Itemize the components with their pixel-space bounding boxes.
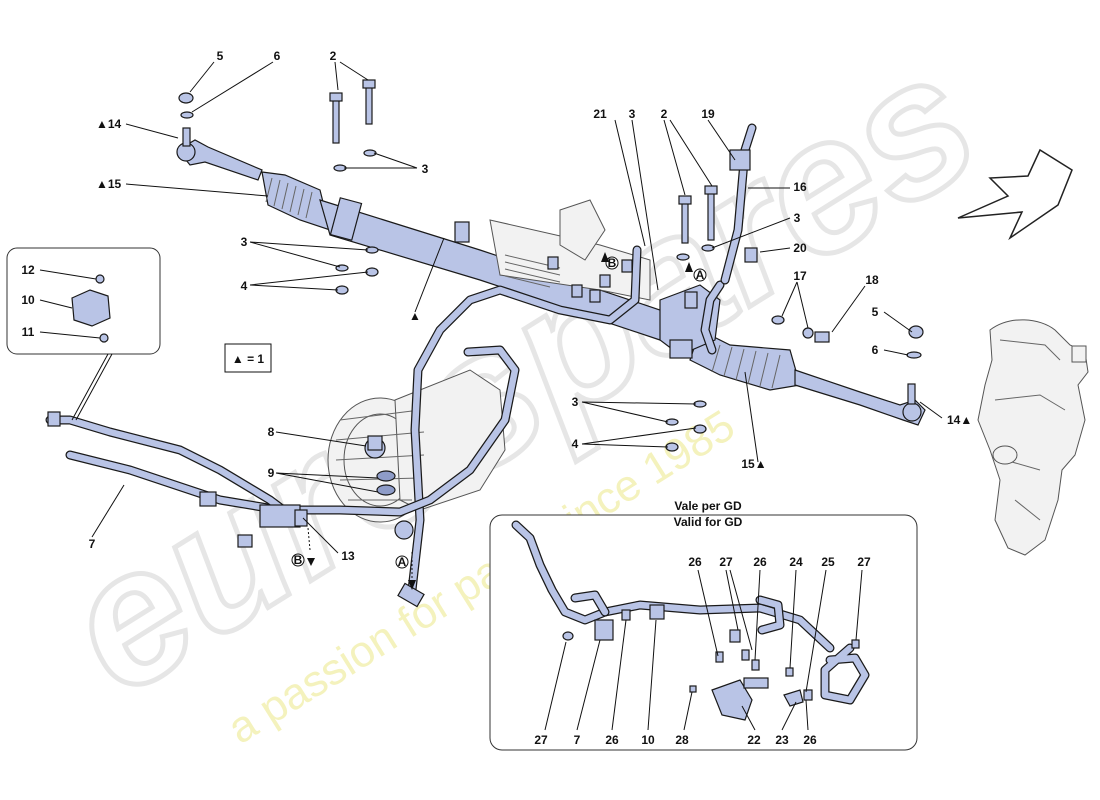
- callout-label: 3: [572, 395, 579, 409]
- callout-label: 27: [857, 555, 871, 569]
- callout-label: 10: [641, 733, 655, 747]
- callout-label: 27: [719, 555, 733, 569]
- callout-label: 2: [330, 49, 337, 63]
- callout-label: 26: [688, 555, 702, 569]
- callout-label: 3: [794, 211, 801, 225]
- callout-label: 26: [803, 733, 817, 747]
- clamp-inset: [6, 247, 161, 421]
- callout-label: 22: [747, 733, 761, 747]
- steering-knuckle: [977, 319, 1089, 556]
- callout-labels: 5 6 2 ▲14 ▲15 3 3 4 ▲ 12 10 11 7 8 9 13 …: [21, 49, 972, 747]
- callout-label: 24: [789, 555, 803, 569]
- gd-inset: Vale per GD Valid for GD: [489, 499, 918, 751]
- callout-label: 6: [274, 49, 281, 63]
- hoses: [45, 123, 758, 608]
- callout-label: 6: [872, 343, 879, 357]
- power-steering-pump: [327, 369, 506, 540]
- callout-label: 20: [793, 241, 807, 255]
- gd-inset-title-1: Vale per GD: [674, 499, 742, 513]
- callout-label: 9: [268, 466, 275, 480]
- marker-a-label: A: [696, 268, 705, 282]
- callout-label: 16: [793, 180, 807, 194]
- callout-label: ▲15: [96, 177, 122, 191]
- callout-label: 27: [534, 733, 548, 747]
- callout-label: 7: [574, 733, 581, 747]
- callout-label: 13: [341, 549, 355, 563]
- callout-label: 21: [593, 107, 607, 121]
- callout-label: 3: [629, 107, 636, 121]
- callout-label: ▲14: [96, 117, 122, 131]
- callout-label: 26: [605, 733, 619, 747]
- callout-label: 14▲: [947, 413, 972, 427]
- callout-label: 12: [21, 263, 35, 277]
- callout-label: 11: [22, 325, 35, 339]
- callout-label: 8: [268, 425, 275, 439]
- leader-lines: [39, 61, 943, 731]
- callout-label: 7: [89, 537, 96, 551]
- callout-label: 5: [217, 49, 224, 63]
- callout-label: 10: [21, 293, 35, 307]
- callout-label: 28: [675, 733, 689, 747]
- callout-label: 4: [572, 437, 579, 451]
- gd-inset-title-2: Valid for GD: [674, 515, 743, 529]
- callout-label: ▲: [409, 309, 421, 323]
- callout-label: 4: [241, 279, 248, 293]
- callout-label: 19: [701, 107, 715, 121]
- callout-label: 18: [865, 273, 879, 287]
- callout-label: 2: [661, 107, 668, 121]
- marker-b-label: B: [294, 553, 303, 567]
- callout-label: 3: [422, 162, 429, 176]
- callout-label: 25: [821, 555, 835, 569]
- marker-b-label: B: [608, 256, 617, 270]
- callout-label: 3: [241, 235, 248, 249]
- connection-markers: B A B A: [291, 252, 707, 590]
- legend-text: ▲ = 1: [232, 352, 265, 366]
- callout-label: 15▲: [741, 457, 766, 471]
- callout-label: 5: [872, 305, 879, 319]
- marker-a-label: A: [398, 555, 407, 569]
- direction-arrow-icon: [957, 148, 1073, 241]
- callout-label: 17: [793, 269, 807, 283]
- hardware: [178, 79, 924, 452]
- callout-label: 26: [753, 555, 767, 569]
- legend: ▲ = 1: [224, 343, 272, 373]
- callout-label: 23: [775, 733, 789, 747]
